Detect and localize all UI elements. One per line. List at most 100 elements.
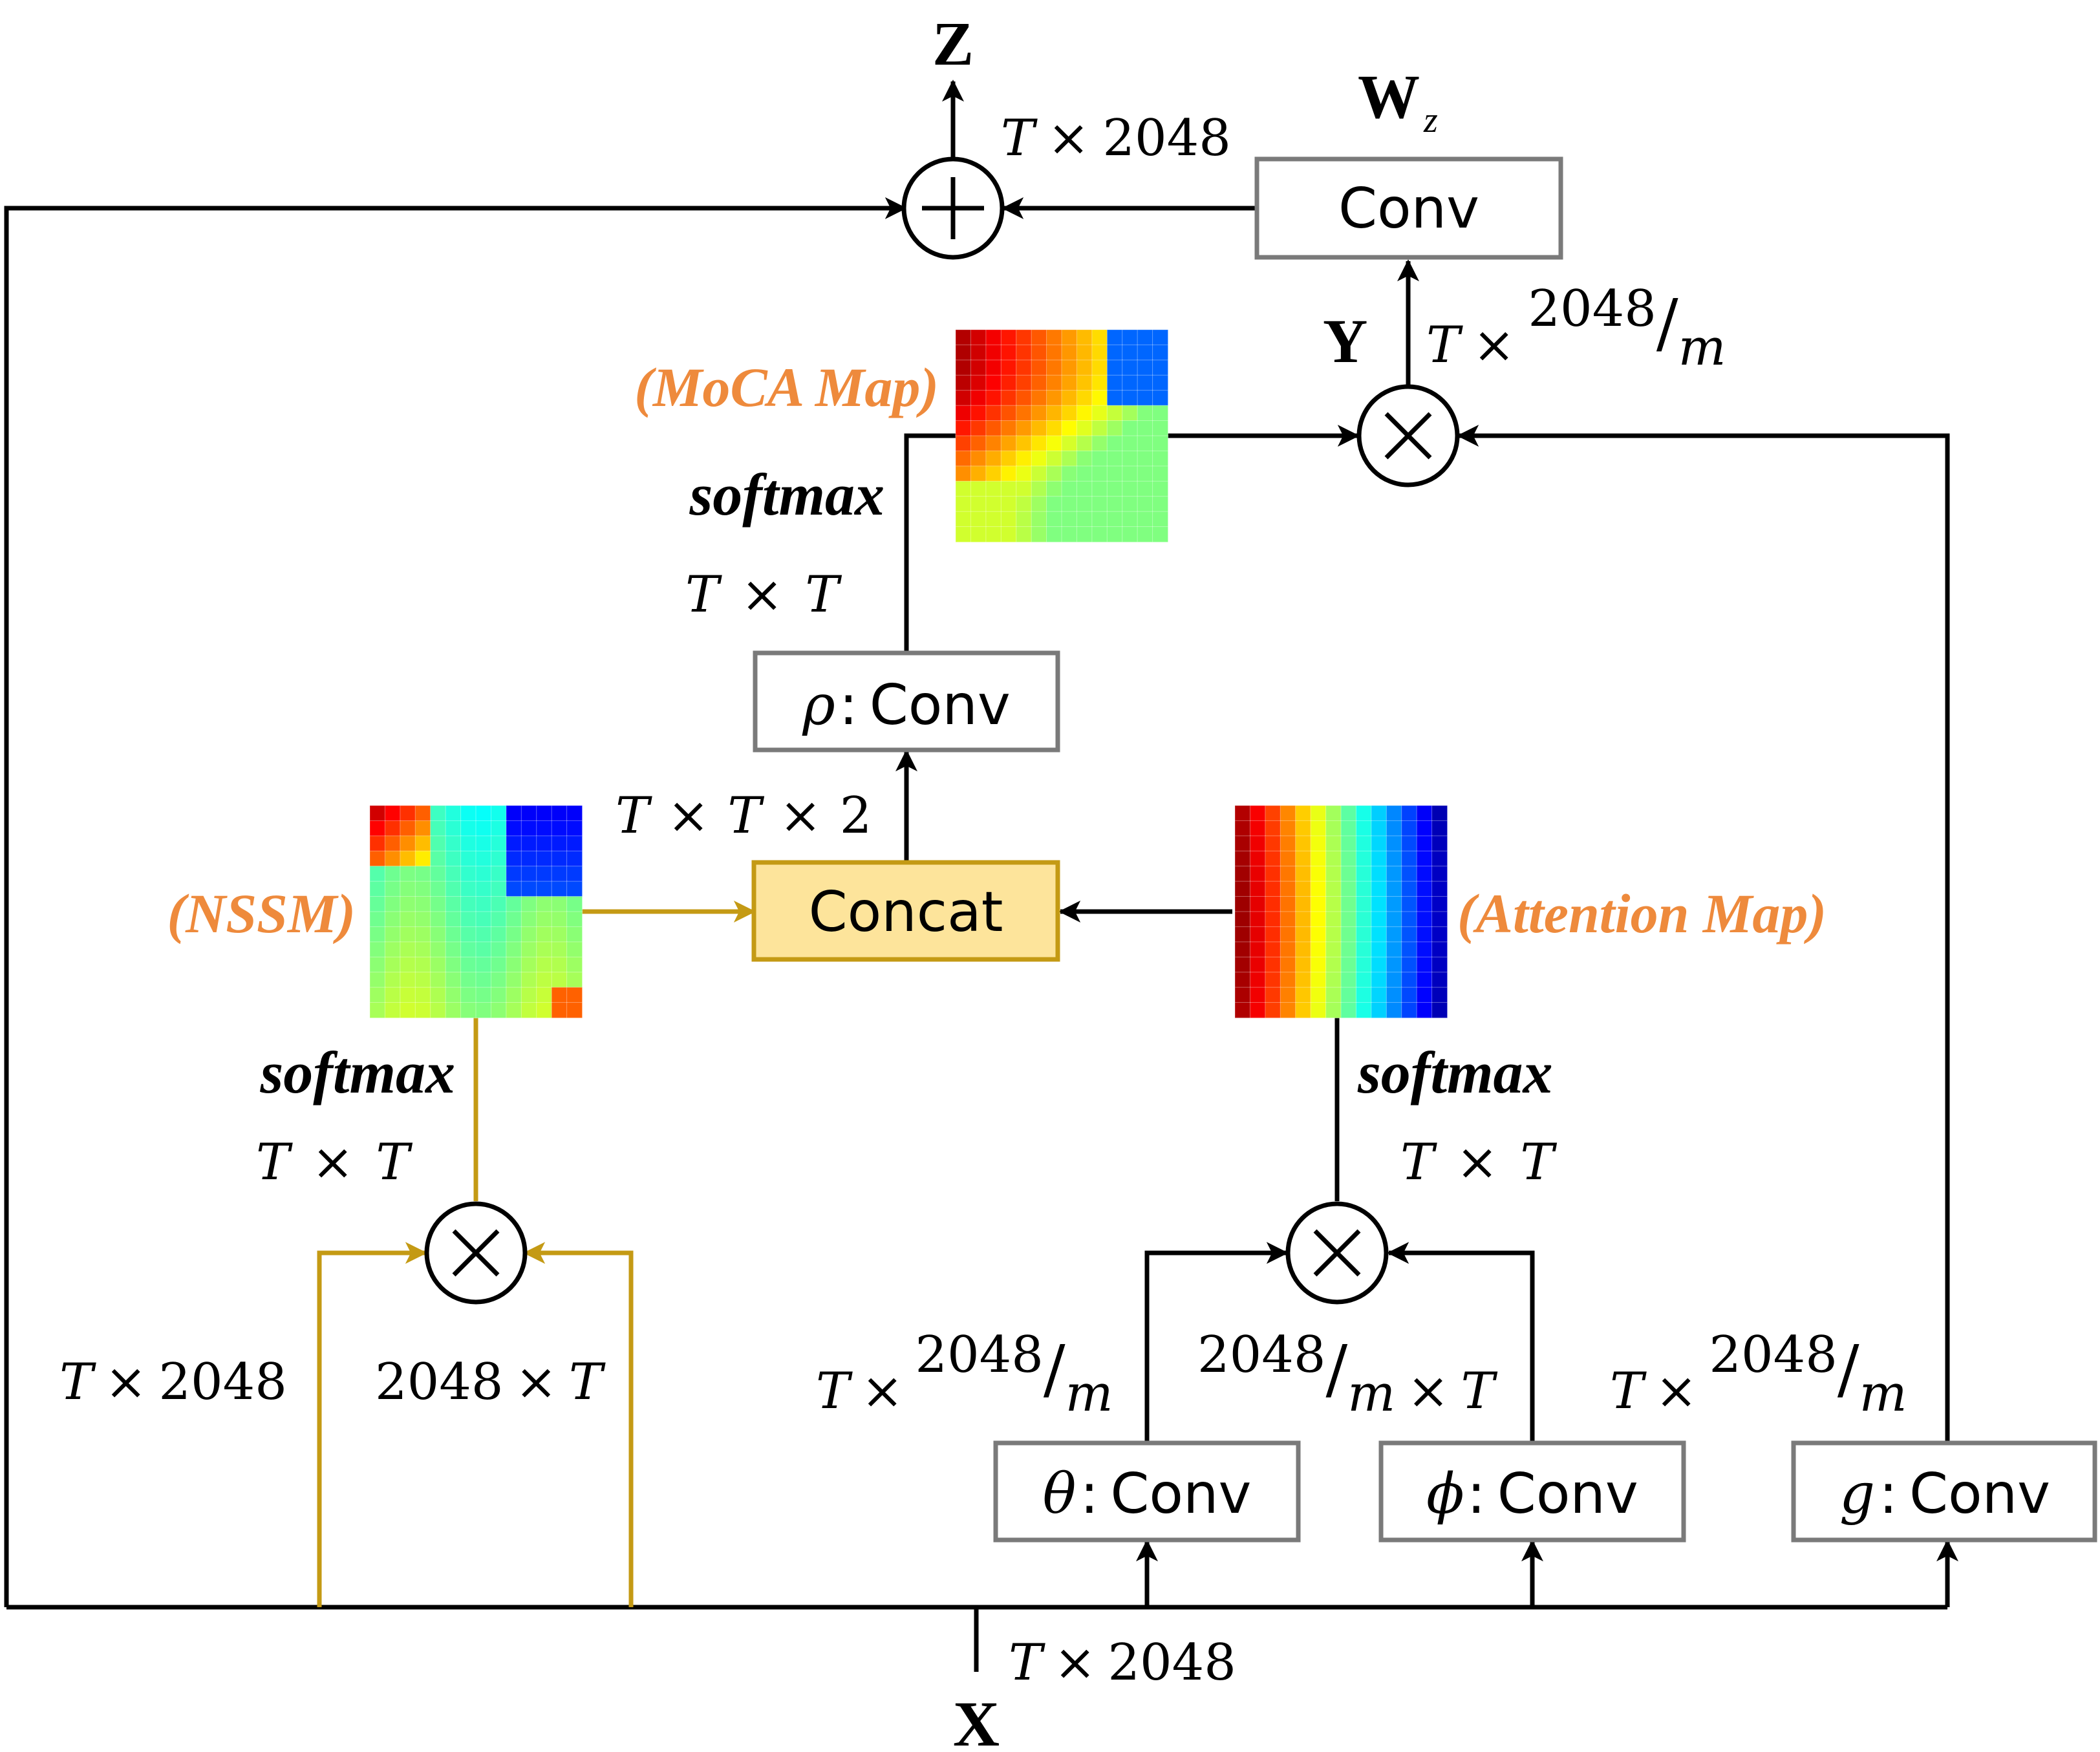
softmax-label-moca: softmax bbox=[689, 462, 884, 528]
heatmap-cell bbox=[430, 926, 447, 943]
heatmap-cell bbox=[460, 866, 477, 882]
heatmap-cell bbox=[1265, 835, 1281, 852]
heatmap-cell bbox=[1355, 866, 1372, 882]
heatmap-cell bbox=[1076, 405, 1093, 422]
heatmap-cell bbox=[955, 344, 972, 361]
dim-nssm: T×T bbox=[256, 1133, 412, 1191]
heatmap-cell bbox=[1091, 329, 1108, 346]
z-label: Z bbox=[932, 9, 974, 78]
heatmap-cell bbox=[970, 480, 987, 497]
heatmap-cell bbox=[1325, 896, 1342, 913]
heatmap-cell bbox=[1249, 987, 1266, 1003]
heatmap-cell bbox=[414, 926, 431, 943]
heatmap-cell bbox=[506, 835, 522, 852]
heatmap-cell bbox=[1137, 405, 1153, 422]
heatmap-cell bbox=[970, 420, 987, 437]
heatmap-cell bbox=[445, 881, 462, 897]
heatmap-cell bbox=[970, 465, 987, 482]
heatmap-cell bbox=[414, 911, 431, 928]
heatmap-cell bbox=[1091, 480, 1108, 497]
heatmap-cell bbox=[1386, 926, 1402, 943]
heatmap-cell bbox=[566, 850, 583, 867]
heatmap-cell bbox=[955, 511, 972, 528]
heatmap-cell bbox=[1340, 987, 1357, 1003]
heatmap-cell bbox=[475, 987, 492, 1003]
heatmap-cell bbox=[1122, 329, 1139, 346]
heatmap-cell bbox=[384, 866, 401, 882]
heatmap-cell bbox=[1280, 805, 1296, 822]
heatmap-cell bbox=[490, 956, 507, 973]
heatmap-cell bbox=[1401, 896, 1418, 913]
heatmap-cell bbox=[1016, 420, 1033, 437]
heatmap-cell bbox=[369, 896, 386, 913]
heatmap-cell bbox=[1234, 866, 1251, 882]
heatmap-cell bbox=[1416, 866, 1433, 882]
heatmap-cell bbox=[1325, 881, 1342, 897]
heatmap-cell bbox=[551, 1002, 568, 1019]
heatmap-cell bbox=[536, 896, 553, 913]
heatmap-cell bbox=[536, 987, 553, 1003]
heatmap-cell bbox=[1234, 820, 1251, 837]
heatmap-cell bbox=[1091, 526, 1108, 543]
heatmap-cell bbox=[1265, 866, 1281, 882]
heatmap-cell bbox=[1234, 805, 1251, 822]
heatmap-cell bbox=[400, 896, 416, 913]
heatmap-cell bbox=[1076, 526, 1093, 543]
heatmap-cell bbox=[566, 820, 583, 837]
heatmap-cell bbox=[1265, 820, 1281, 837]
heatmap-cell bbox=[1340, 956, 1357, 973]
heatmap-cell bbox=[475, 956, 492, 973]
heatmap-cell bbox=[445, 866, 462, 882]
heatmap-cell bbox=[970, 511, 987, 528]
heatmap-cell bbox=[1325, 956, 1342, 973]
heatmap-cell bbox=[1295, 911, 1312, 928]
heatmap-cell bbox=[1295, 850, 1312, 867]
heatmap-cell bbox=[1076, 496, 1093, 513]
heatmap-cell bbox=[1106, 405, 1123, 422]
heatmap-cell bbox=[1152, 511, 1169, 528]
heatmap-cell bbox=[506, 987, 522, 1003]
heatmap-cell bbox=[551, 881, 568, 897]
heatmap-cell bbox=[1076, 511, 1093, 528]
heatmap-cell bbox=[1295, 1002, 1312, 1019]
heatmap-cell bbox=[1249, 956, 1266, 973]
heatmap-cell bbox=[1249, 881, 1266, 897]
heatmap-cell bbox=[1031, 435, 1047, 452]
heatmap-cell bbox=[566, 926, 583, 943]
heatmap-cell bbox=[1152, 496, 1169, 513]
heatmap-cell bbox=[1106, 359, 1123, 376]
heatmap-cell bbox=[1152, 405, 1169, 422]
heatmap-cell bbox=[1340, 911, 1357, 928]
heatmap-cell bbox=[1122, 344, 1139, 361]
heatmap-cell bbox=[1355, 911, 1372, 928]
heatmap-cell bbox=[506, 850, 522, 867]
heatmap-cell bbox=[1416, 835, 1433, 852]
theta-conv-box: θ:Conv bbox=[993, 1440, 1301, 1543]
theta-conv-label: Conv bbox=[1110, 1462, 1251, 1526]
softmax-label-nssm: softmax bbox=[259, 1040, 455, 1106]
heatmap-cell bbox=[1000, 450, 1017, 467]
heatmap-cell bbox=[551, 987, 568, 1003]
heatmap-cell bbox=[985, 480, 1002, 497]
heatmap-cell bbox=[1152, 480, 1169, 497]
heatmap-cell bbox=[1371, 1002, 1388, 1019]
heatmap-cell bbox=[1249, 1002, 1266, 1019]
heatmap-cell bbox=[520, 1002, 537, 1019]
heatmap-cell bbox=[1061, 420, 1078, 437]
heatmap-cell bbox=[566, 866, 583, 882]
heatmap-cell bbox=[1310, 881, 1327, 897]
heatmap-cell bbox=[506, 866, 522, 882]
heatmap-cell bbox=[414, 941, 431, 958]
heatmap-cell bbox=[1152, 390, 1169, 407]
heatmap-cell bbox=[369, 881, 386, 897]
heatmap-cell bbox=[384, 850, 401, 867]
heatmap-cell bbox=[1249, 896, 1266, 913]
heatmap-cell bbox=[566, 956, 583, 973]
heatmap-cell bbox=[1371, 805, 1388, 822]
heatmap-cell bbox=[1431, 835, 1448, 852]
heatmap-cell bbox=[460, 820, 477, 837]
heatmap-cell bbox=[551, 805, 568, 822]
heatmap-cell bbox=[1061, 435, 1078, 452]
heatmap-cell bbox=[1401, 881, 1418, 897]
heatmap-cell bbox=[1340, 1002, 1357, 1019]
